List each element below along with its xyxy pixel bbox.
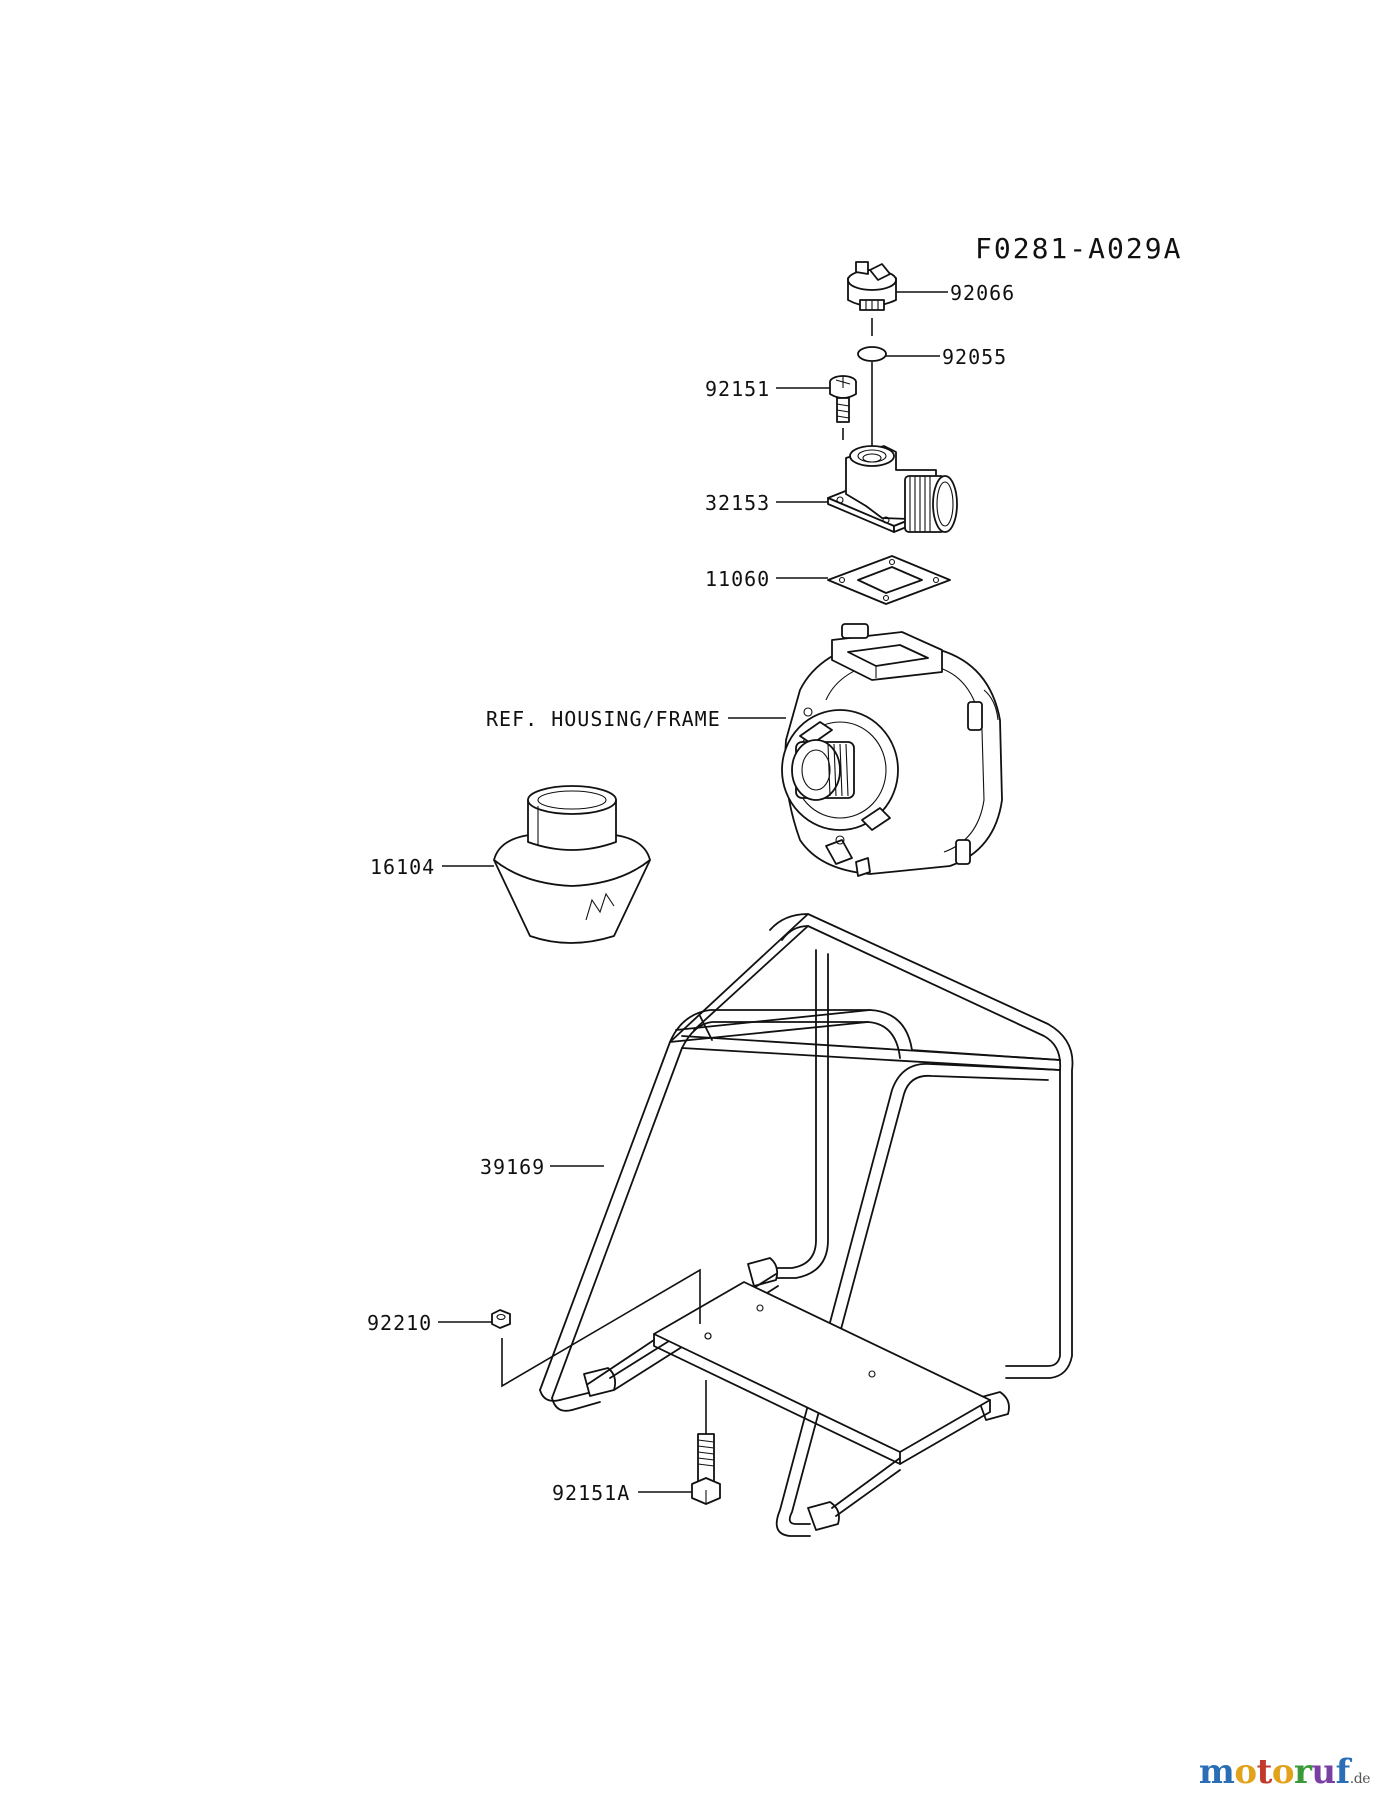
part-frame[interactable] bbox=[539, 913, 1074, 1537]
callout-92055: 92055 bbox=[942, 345, 1007, 369]
callout-16104: 16104 bbox=[370, 855, 435, 879]
part-pump-housing[interactable] bbox=[781, 623, 1003, 877]
callout-92151a: 92151A bbox=[552, 1481, 630, 1505]
callout-92151: 92151 bbox=[705, 377, 770, 401]
part-bolt-92151a[interactable] bbox=[691, 1433, 721, 1505]
part-o-ring[interactable] bbox=[857, 346, 887, 362]
part-nut[interactable] bbox=[491, 1309, 511, 1329]
callout-39169: 39169 bbox=[480, 1155, 545, 1179]
watermark-logo: motoruf.de bbox=[1198, 1752, 1371, 1792]
callout-92210: 92210 bbox=[367, 1311, 432, 1335]
part-cap[interactable] bbox=[847, 261, 897, 311]
diagram-code: F0281-A029A bbox=[975, 232, 1182, 265]
part-gasket[interactable] bbox=[827, 555, 951, 605]
callout-92066: 92066 bbox=[950, 281, 1015, 305]
callout-11060: 11060 bbox=[705, 567, 770, 591]
part-strainer[interactable] bbox=[493, 785, 651, 944]
part-screw-92151[interactable] bbox=[829, 375, 857, 423]
callout-32153: 32153 bbox=[705, 491, 770, 515]
part-elbow[interactable] bbox=[827, 445, 958, 533]
callout-ref-housing-frame: REF. HOUSING/FRAME bbox=[486, 707, 721, 731]
